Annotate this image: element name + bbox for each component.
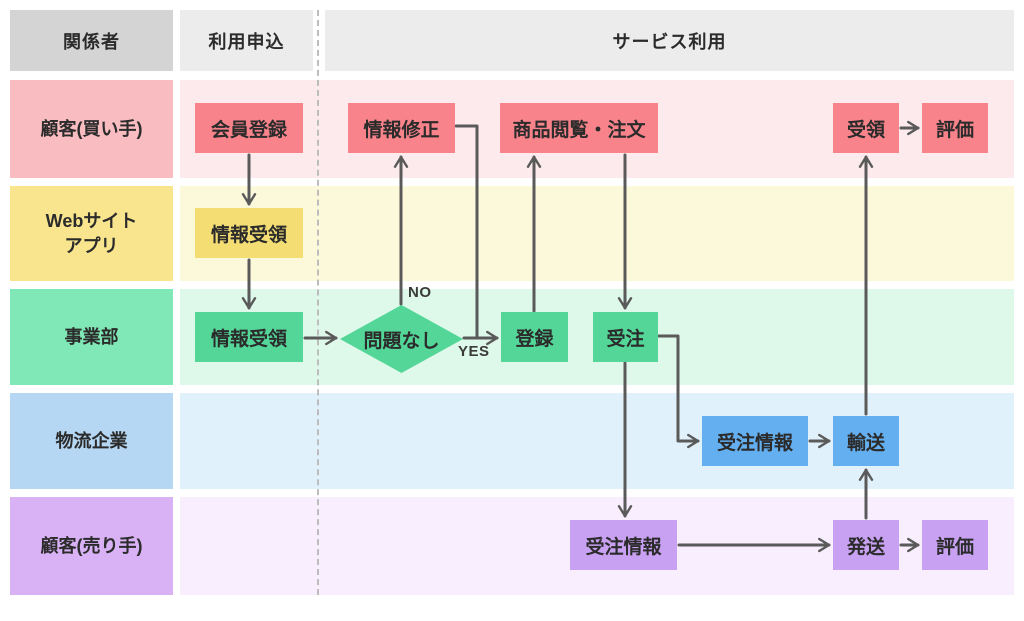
phase-divider-dashed-line [317,10,319,595]
lane-label-business-dept: 事業部 [10,289,173,385]
header-apply: 利用申込 [180,10,313,71]
node-order-info-seller: 受注情報 [570,520,677,570]
header-service: サービス利用 [325,10,1014,71]
lane-bg-website-app [180,186,1014,281]
node-browse-order: 商品閲覧・注文 [500,103,658,153]
node-register: 登録 [501,312,568,362]
lane-label-customer-seller: 顧客(売り手) [10,497,173,595]
header-stakeholders: 関係者 [10,10,173,71]
node-member-registration: 会員登録 [195,103,303,153]
lane-label-logistics: 物流企業 [10,393,173,489]
header-service-label: サービス利用 [612,31,727,52]
node-info-correction: 情報修正 [348,103,455,153]
node-info-receipt-web: 情報受領 [195,208,303,258]
header-apply-label: 利用申込 [208,31,285,52]
node-info-receipt-dept: 情報受領 [195,312,303,362]
lane-label-customer-buyer: 顧客(買い手) [10,80,173,178]
node-receive-goods: 受領 [833,103,899,153]
node-transport: 輸送 [833,416,899,466]
node-ship: 発送 [833,520,899,570]
node-evaluate-seller: 評価 [922,520,988,570]
node-order-info-logistics: 受注情報 [702,416,808,466]
node-order-received: 受注 [593,312,658,362]
branch-label-no: NO [408,284,432,301]
node-evaluate-buyer: 評価 [922,103,988,153]
branch-label-yes: YES [458,343,490,360]
lane-label-website-app: Webサイト アプリ [10,186,173,281]
header-stakeholders-label: 関係者 [63,31,120,52]
